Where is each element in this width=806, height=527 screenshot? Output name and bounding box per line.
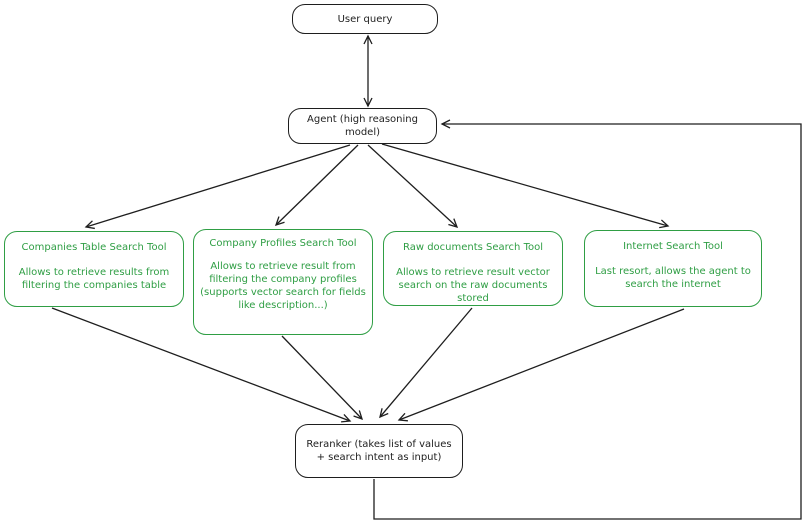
edge-agent-companies-table-tool xyxy=(84,144,351,230)
node-user-query: User query xyxy=(292,4,438,34)
tool-title: Raw documents Search Tool xyxy=(402,242,543,253)
node-reranker-label: Reranker (takes list of values + search … xyxy=(306,439,452,463)
tool-title: Company Profiles Search Tool xyxy=(209,238,357,249)
node-agent: Agent (high reasoning model) xyxy=(288,108,437,144)
edge-agent-company-profiles-tool xyxy=(274,144,359,227)
edge-companies-table-tool-reranker xyxy=(51,307,352,423)
tool-description: Last resort, allows the agent to search … xyxy=(595,266,751,290)
node-internet-search-tool: Internet Search Tool Last resort, allows… xyxy=(584,230,762,307)
node-raw-documents-search-tool: Raw documents Search Tool Allows to retr… xyxy=(383,231,563,306)
edge-company-profiles-tool-reranker xyxy=(281,335,364,421)
tool-description: Allows to retrieve result from filtering… xyxy=(200,261,366,311)
node-company-profiles-search-tool: Company Profiles Search Tool Allows to r… xyxy=(193,229,373,335)
node-user-query-label: User query xyxy=(337,13,393,25)
edge-internet-tool-reranker xyxy=(397,308,685,422)
edge-agent-raw-documents-tool xyxy=(367,144,459,228)
tool-title: Internet Search Tool xyxy=(623,241,723,252)
edge-raw-documents-tool-reranker xyxy=(379,307,473,419)
node-companies-table-search-tool: Companies Table Search Tool Allows to re… xyxy=(4,231,184,307)
tool-description: Allows to retrieve result vector search … xyxy=(396,267,550,304)
node-reranker: Reranker (takes list of values + search … xyxy=(295,424,463,478)
edge-agent-internet-tool xyxy=(381,143,670,229)
node-agent-label: Agent (high reasoning model) xyxy=(307,114,418,138)
tool-title: Companies Table Search Tool xyxy=(21,242,167,253)
edge-reranker-agent-feedback-loop xyxy=(373,119,802,520)
tool-description: Allows to retrieve results from filterin… xyxy=(18,267,170,291)
